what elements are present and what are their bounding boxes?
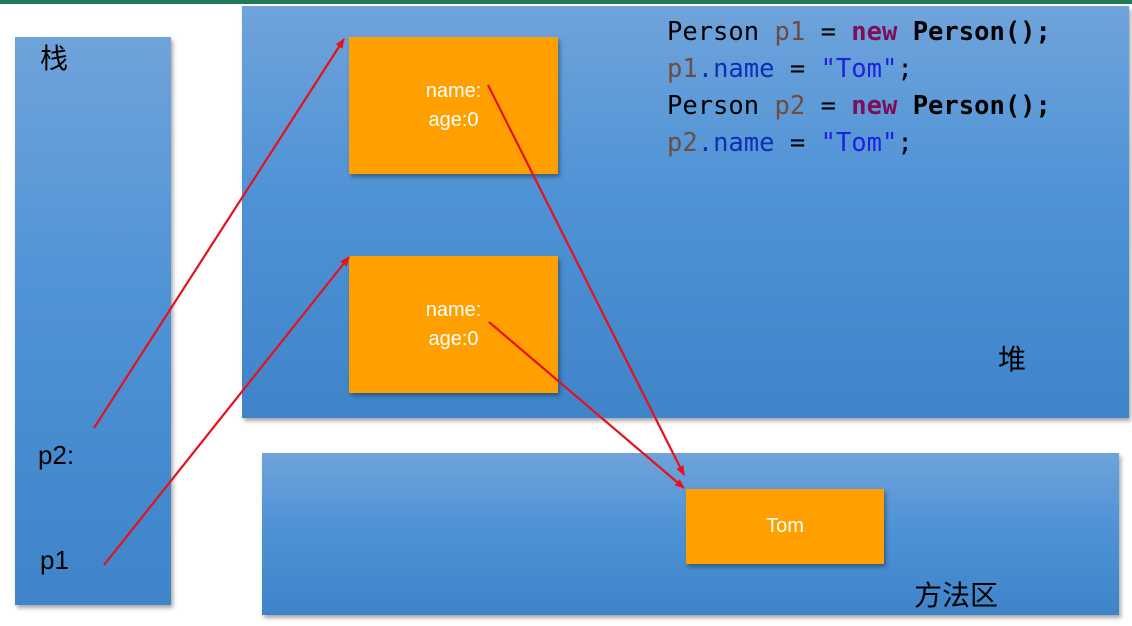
stack-region: 栈 [15, 37, 171, 605]
method-area-region: 方法区 [262, 453, 1119, 615]
code-line-3: Person p2 = new Person(); [667, 91, 1051, 121]
object-name-field: name: [425, 79, 482, 102]
code-line-4: p2.name = "Tom"; [667, 128, 913, 158]
object-name-field: name: [425, 298, 482, 321]
stack-label: 栈 [40, 43, 69, 74]
top-accent-bar [0, 0, 1132, 4]
object-age-field: age:0 [428, 327, 479, 350]
stack-var-p2: p2: [38, 440, 75, 470]
heap-label: 堆 [998, 344, 1027, 375]
code-line-1: Person p1 = new Person(); [667, 17, 1051, 47]
method-area-label: 方法区 [914, 580, 999, 611]
code-line-2: p1.name = "Tom"; [667, 54, 913, 84]
code-snippet: Person p1 = new Person(); p1.name = "Tom"… [667, 14, 1051, 162]
stack-var-p1: p1 [40, 545, 69, 575]
string-constant-value: Tom [766, 515, 804, 537]
object-age-field: age:0 [428, 108, 479, 131]
heap-object-p2: name: age:0 [349, 256, 558, 393]
string-constant-tom: Tom [686, 489, 884, 564]
heap-object-p1: name: age:0 [349, 37, 558, 174]
